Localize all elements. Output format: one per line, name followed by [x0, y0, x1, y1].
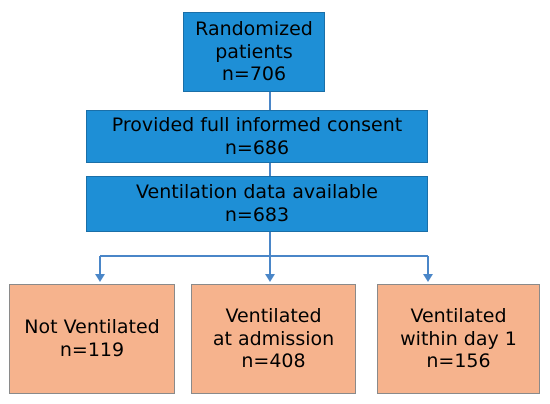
arrowhead-middle — [265, 274, 275, 282]
node-not-ventilated-count: n=119 — [59, 339, 125, 361]
node-ventilated-day1-count: n=156 — [426, 350, 491, 373]
node-ventilated-admission-line2: at admission — [212, 327, 335, 350]
node-ventilated-day1-line1: Ventilated — [410, 304, 507, 327]
node-consent-line1: Provided full informed consent — [111, 113, 403, 136]
node-randomized-line2: patients — [215, 40, 293, 63]
node-randomized-count: n=706 — [221, 63, 287, 86]
node-ventilated-at-admission: Ventilated at admission n=408 — [191, 284, 356, 394]
arrowhead-left — [95, 274, 105, 282]
node-consent-count: n=686 — [224, 136, 290, 159]
node-ventilated-within-day1: Ventilated within day 1 n=156 — [377, 284, 540, 394]
node-not-ventilated: Not Ventilated n=119 — [9, 284, 175, 394]
node-randomized-patients: Randomized patients n=706 — [183, 12, 325, 92]
node-ventilation-data-count: n=683 — [224, 204, 290, 226]
node-ventilation-data: Ventilation data available n=683 — [86, 176, 428, 232]
node-ventilation-data-line1: Ventilation data available — [136, 181, 378, 204]
node-not-ventilated-line1: Not Ventilated — [24, 316, 160, 339]
node-randomized-line1: Randomized — [195, 17, 313, 40]
arrowhead-right — [423, 274, 433, 282]
node-ventilated-day1-line2: within day 1 — [400, 327, 517, 350]
node-ventilated-admission-line1: Ventilated — [225, 304, 322, 327]
node-informed-consent: Provided full informed consent n=686 — [86, 110, 428, 163]
node-ventilated-admission-count: n=408 — [241, 350, 306, 373]
